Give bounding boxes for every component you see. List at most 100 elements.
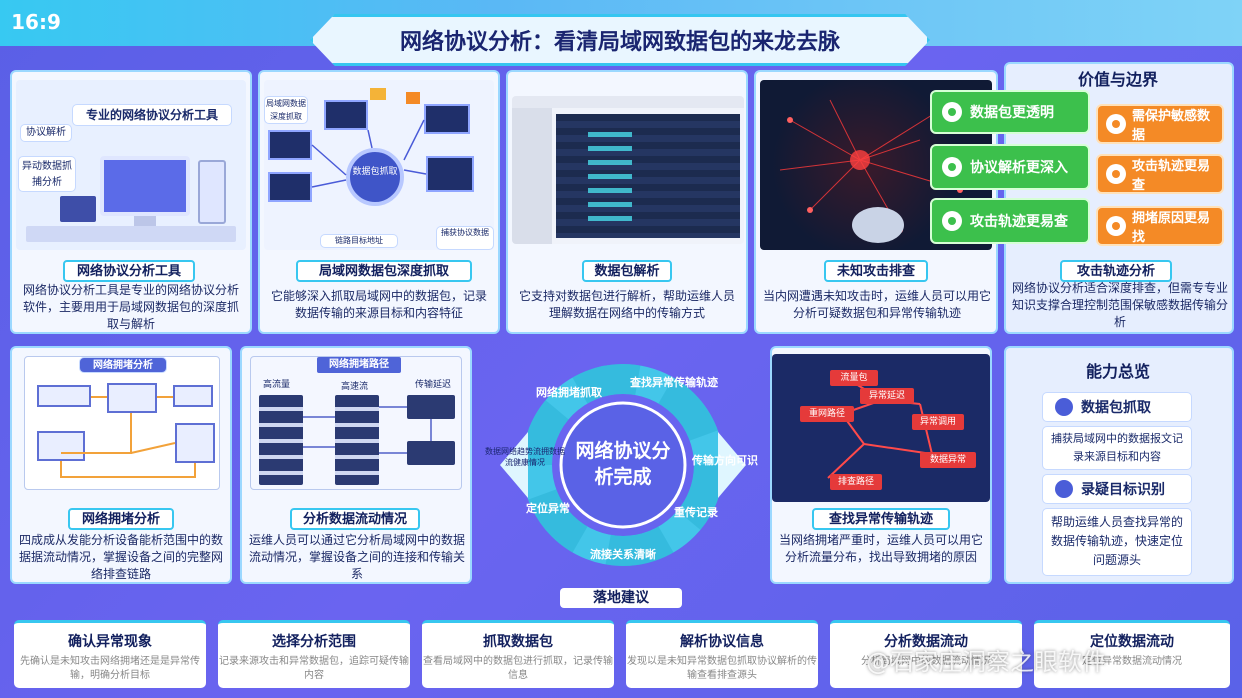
trace-node-5: 排查路径	[830, 474, 882, 490]
trace-map: 流量包 异常延迟 重网路径 异常调用 排查路径 数据异常	[772, 354, 990, 502]
boundary-item-1: 需保护敏感数据	[1096, 104, 1224, 144]
congestion-diagram: 网络拥堵分析	[24, 356, 220, 490]
capability-item-2-desc: 帮助运维人员查找异常的数据传输轨迹，快速定位问题源头	[1042, 508, 1192, 576]
server-tower-icon	[198, 160, 226, 224]
flow-diagram: 网络拥堵路径 高流量 高速流 传输延迟	[250, 356, 462, 490]
step-card-4: 解析协议信息 发现以是未知异常数据包抓取协议解析的传输查看排查源头	[626, 620, 818, 688]
value-boundary-label: 攻击轨迹分析	[1060, 260, 1172, 282]
boundary-item-2-text: 攻击轨迹更易查	[1132, 159, 1211, 193]
panel-parse-desc: 它支持对数据包进行解析，帮助运维人员理解数据在网络中的传输方式	[518, 289, 735, 320]
trace-node-3: 重网路径	[800, 406, 854, 422]
panel-flow-label: 分析数据流动情况	[290, 508, 420, 530]
pc-icon	[37, 431, 85, 461]
step-card-5-text: 分析局域网中的数据流动情况	[861, 656, 991, 667]
value-item-1: 数据包更透明	[930, 90, 1090, 134]
warning-shield-icon	[1106, 216, 1126, 236]
window-sidebar	[512, 108, 552, 244]
value-item-2: 协议解析更深入	[930, 144, 1090, 190]
screen-icon	[424, 104, 470, 134]
server-rack-icon	[259, 395, 303, 485]
window-titlebar	[512, 96, 744, 108]
screen-icon	[268, 130, 312, 160]
page-title-bar: 网络协议分析：看清局域网致据包的来龙去脉	[310, 14, 930, 66]
step-card-2-title: 选择分析范围	[272, 634, 356, 650]
attack-burst	[779, 99, 963, 243]
step-card-6-title: 定位数据流动	[1090, 634, 1174, 650]
step-card-2: 选择分析范围 记录来源攻击和异常数据包，追踪可疑传输内容	[218, 620, 410, 688]
tool-illus-tag1: 协议解析	[20, 124, 72, 142]
step-card-3-text: 查看局域网中的数据包进行抓取，记录传输信息	[423, 656, 613, 681]
step-card-1-text: 先确认是未知攻击网络拥堵还是是异常传输，明确分析目标	[20, 656, 200, 681]
capture-illustration: 局域网数据深度抓取 数据包抓取 链路目标地址 捕获协议数据	[264, 80, 494, 250]
flow-tag-2: 高速流	[341, 382, 369, 392]
check-shield-icon	[942, 157, 962, 177]
shield-icon	[1055, 398, 1073, 416]
boundary-item-3: 拥堵原因更易找	[1096, 206, 1224, 246]
value-item-3-text: 攻击轨迹更易查	[970, 214, 1068, 230]
step-card-6-text: 定位异常数据流动情况	[1082, 656, 1182, 667]
flow-tag-1: 高流量	[263, 380, 291, 390]
page-title: 网络协议分析：看清局域网致据包的来龙去脉	[399, 30, 840, 55]
panel-flow-desc: 运维人员可以通过它分析局域网中的数据流动情况，掌握设备之间的连接和传输关系	[248, 533, 465, 581]
ring-step-3: 传输方向可识	[692, 454, 758, 467]
panel-parse-label: 数据包解析	[582, 260, 672, 282]
panel-trace-label: 查找异常传输轨迹	[812, 508, 950, 530]
panel-trace-desc: 当网络拥堵严重时，运维人员可以用它分析流量分布，找出导致拥堵的原因	[778, 533, 983, 564]
ring-step-5: 流接关系清晰	[590, 548, 656, 561]
tool-illus-tag2: 异动数据抓捕分析	[18, 156, 76, 192]
capture-core: 数据包抓取	[346, 148, 404, 206]
congestion-links	[60, 396, 196, 478]
device-icon	[60, 196, 96, 222]
panel-congestion-desc: 四成成从发能分析设备能析范围中的数据据流动情况，掌握设备之间的完整网络排查链路	[18, 533, 223, 581]
flow-header: 网络拥堵路径	[317, 357, 401, 373]
packet-table	[556, 114, 740, 238]
panel-tool-desc: 网络协议分析工具是专业的网络协议分析软件，主要用用于局域网数据包的深度抓取与解析	[22, 283, 239, 331]
capability-item-1: 数据包抓取	[1042, 392, 1192, 422]
capture-tag1: 局域网数据深度抓取	[264, 96, 308, 124]
bottom-section-title: 落地建议	[560, 588, 682, 608]
ring-step-2: 查找异常传输轨迹	[630, 376, 718, 389]
capability-title: 能力总览	[1085, 362, 1150, 381]
target-icon	[1055, 480, 1073, 498]
step-card-2-text: 记录来源攻击和异常数据包，追踪可疑传输内容	[219, 656, 409, 681]
monitor-icon	[100, 156, 190, 216]
switch-icon	[407, 395, 455, 419]
screen-icon	[324, 100, 368, 130]
packet-icon	[406, 92, 420, 104]
router-icon	[107, 383, 157, 413]
tool-illus-title: 专业的网络协议分析工具	[72, 104, 232, 126]
aspect-ratio-label: 16:9	[11, 10, 61, 34]
value-item-1-text: 数据包更透明	[970, 105, 1054, 121]
congestion-header: 网络拥堵分析	[79, 357, 167, 373]
ring-step-4: 重传记录	[674, 506, 718, 519]
step-card-3-title: 抓取数据包	[483, 634, 553, 650]
boundary-item-1-text: 需保护敏感数据	[1132, 109, 1211, 143]
server-rack-icon	[335, 395, 379, 485]
capture-link-lines	[311, 119, 427, 188]
step-card-1-title: 确认异常现象	[68, 634, 152, 650]
packet-highlight	[588, 132, 632, 224]
desk-shape	[26, 226, 236, 242]
panel-capture-label: 局域网数据包深度抓取	[296, 260, 472, 282]
warning-shield-icon	[1106, 114, 1126, 134]
panel-congestion-label: 网络拥堵分析	[68, 508, 174, 530]
trace-node-6: 数据异常	[920, 452, 976, 468]
value-boundary-title: 价值与边界	[1077, 70, 1158, 89]
trace-node-2: 异常延迟	[860, 388, 914, 404]
step-card-1: 确认异常现象 先确认是未知攻击网络拥堵还是是异常传输，明确分析目标	[14, 620, 206, 688]
capability-item-1-name: 数据包抓取	[1081, 400, 1151, 416]
switch-icon	[37, 385, 91, 407]
capture-tag3: 捕获协议数据	[436, 226, 494, 250]
analysis-ring: 网络协议分析完成 网络拥堵抓取 查找异常传输轨迹 传输方向可识 重传记录 流接关…	[478, 350, 768, 580]
flow-tag-3: 传输延迟	[415, 380, 452, 390]
check-shield-icon	[942, 102, 962, 122]
value-item-2-text: 协议解析更深入	[970, 160, 1068, 176]
step-card-5-title: 分析数据流动	[884, 634, 968, 650]
packet-icon	[370, 88, 386, 100]
ring-center-text: 网络协议分析完成	[575, 440, 671, 488]
panel-attack-label: 未知攻击排查	[824, 260, 928, 282]
capture-tag2: 链路目标地址	[320, 234, 398, 248]
screen-icon	[426, 156, 474, 192]
step-card-5: 分析数据流动 分析局域网中的数据流动情况	[830, 620, 1022, 688]
step-card-3: 抓取数据包 查看局域网中的数据包进行抓取，记录传输信息	[422, 620, 614, 688]
